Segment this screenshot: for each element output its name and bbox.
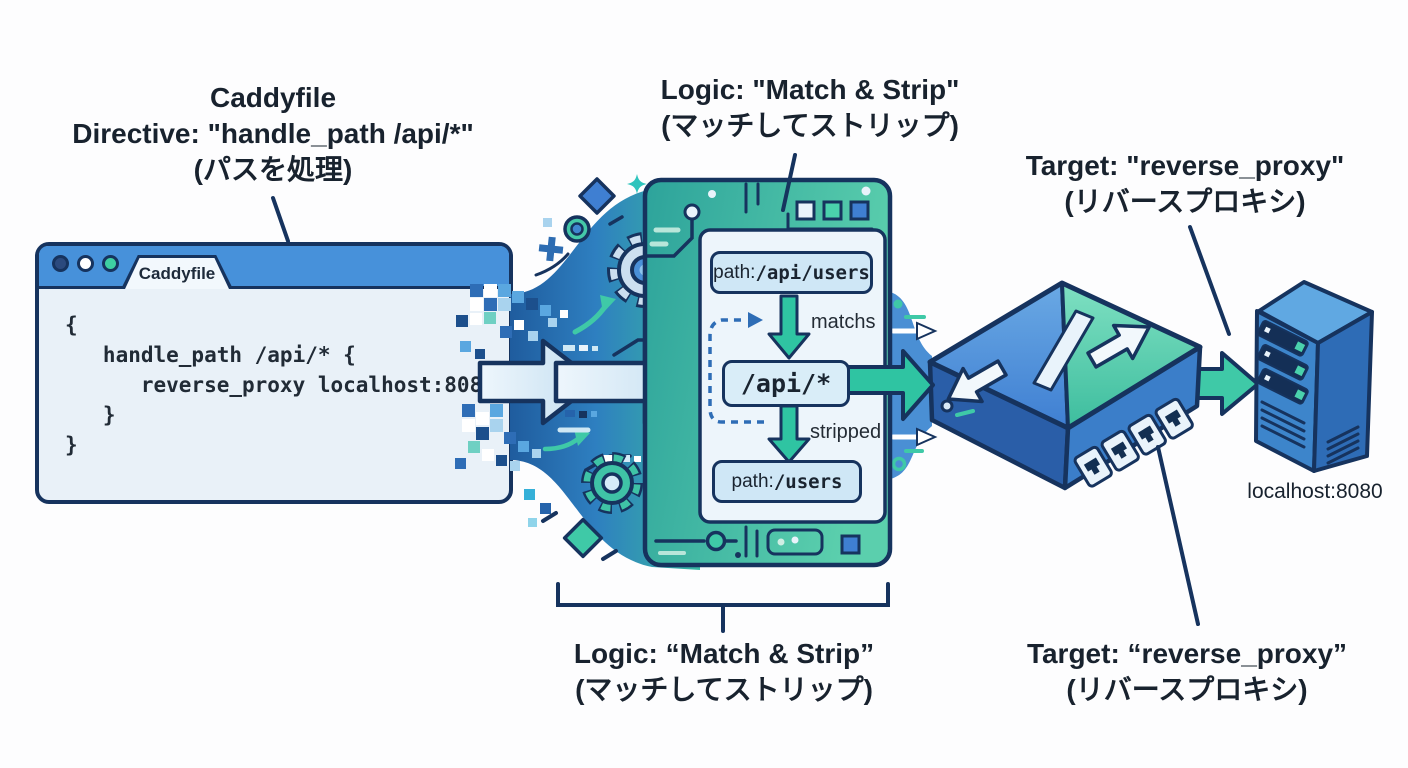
match-down-arrows [767,294,811,464]
vent-lines [1260,400,1360,465]
pointer-line [1188,225,1231,336]
ethernet-port-icon [1073,445,1113,488]
drive-bay-icon [1256,320,1309,357]
slash-icon [1032,309,1095,392]
label-line: (マッチしてストリップ) [575,674,873,705]
label-target-bottom: Target: “reverse_proxy” (リバースプロキシ) [967,636,1407,708]
pointer-line [781,153,797,212]
ethernet-port-icon [1154,397,1194,440]
router-icon [927,280,1203,491]
panel-square-icon [795,200,816,221]
match-hint-dashed-arrow [708,312,764,424]
label-line: Logic: "Match & Strip" [660,74,960,105]
server-icon [1254,280,1374,473]
label-logic-bottom: Logic: “Match & Strip” (マッチしてストリップ) [494,636,954,708]
pattern-box: /api/* [722,360,850,407]
panel-square-icon [849,200,870,221]
panel-bottom-circuit [654,525,861,558]
arrow-upright-icon [1086,323,1151,369]
ethernet-port-icon [1127,413,1167,456]
pointer-line [271,196,290,243]
path-prefix: path: [731,470,774,492]
caddyfile-code: { handle_path /api/* { reverse_proxy loc… [65,313,495,457]
label-line: Target: "reverse_proxy" [1025,150,1345,181]
label-caddyfile-directive: Caddyfile Directive: "handle_path /api/*… [13,80,533,188]
label-logic-top: Logic: "Match & Strip" (マッチしてストリップ) [580,72,1040,144]
label-line: Target: “reverse_proxy” [1026,638,1348,669]
pointer-line [1156,445,1200,626]
window-dot-icon [102,255,119,272]
mini-arrow-icon [916,321,938,341]
down-arrow-icon [767,404,811,464]
window-tab-label: Caddyfile [138,263,216,283]
label-target-top: Target: "reverse_proxy" (リバースプロキシ) [965,148,1405,220]
path-box-input: path: /api/users [710,251,873,294]
caddyfile-window: Caddyfile { handle_path /api/* { reverse… [35,242,513,504]
mini-arrow-icon [916,427,938,447]
path-value: /users [773,470,843,493]
gear-icon [581,452,643,514]
arrow-downleft-icon [946,359,1008,404]
drive-bay-icon [1256,368,1309,405]
ring-circle-icon [563,215,591,243]
down-arrow-icon [767,294,811,360]
panel-square-icon [822,200,843,221]
label-line: (パスを処理) [193,154,353,185]
window-dot-icon [77,255,94,272]
server-address-label: localhost:8080 [1247,480,1383,503]
diamond-icon [562,517,604,559]
path-value: /api/users [755,261,870,284]
window-tab: Caddyfile [121,255,233,289]
label-line: (マッチしてストリップ) [661,110,959,141]
diamond-icon [578,177,616,215]
label-line: (リバースプロキシ) [1066,674,1308,705]
pixel-dissolve [455,218,568,527]
path-prefix: path: [713,261,756,283]
sparkle-icon [627,174,647,194]
window-dot-icon [52,255,69,272]
annotation-lines [271,153,1231,633]
led-icon [940,399,954,413]
label-line: Directive: "handle_path /api/*" [72,118,474,149]
plus-icon [538,236,564,262]
drive-bay-icon [1256,344,1309,381]
bracket [556,582,890,633]
path-box-output: path: /users [712,460,862,503]
ethernet-port-icon [1100,429,1140,472]
sparkle-decor [534,174,647,561]
pattern-value: /api/* [740,369,832,398]
label-line: (リバースプロキシ) [1064,186,1306,217]
arrow-to-router [846,349,935,421]
label-line: Caddyfile [209,82,337,113]
stripped-label: stripped [810,421,882,443]
label-line: Logic: “Match & Strip” [573,638,875,669]
window-titlebar: Caddyfile [39,246,509,289]
matchs-label: matchs [811,311,876,333]
funnel-mini-arrows [890,299,938,472]
